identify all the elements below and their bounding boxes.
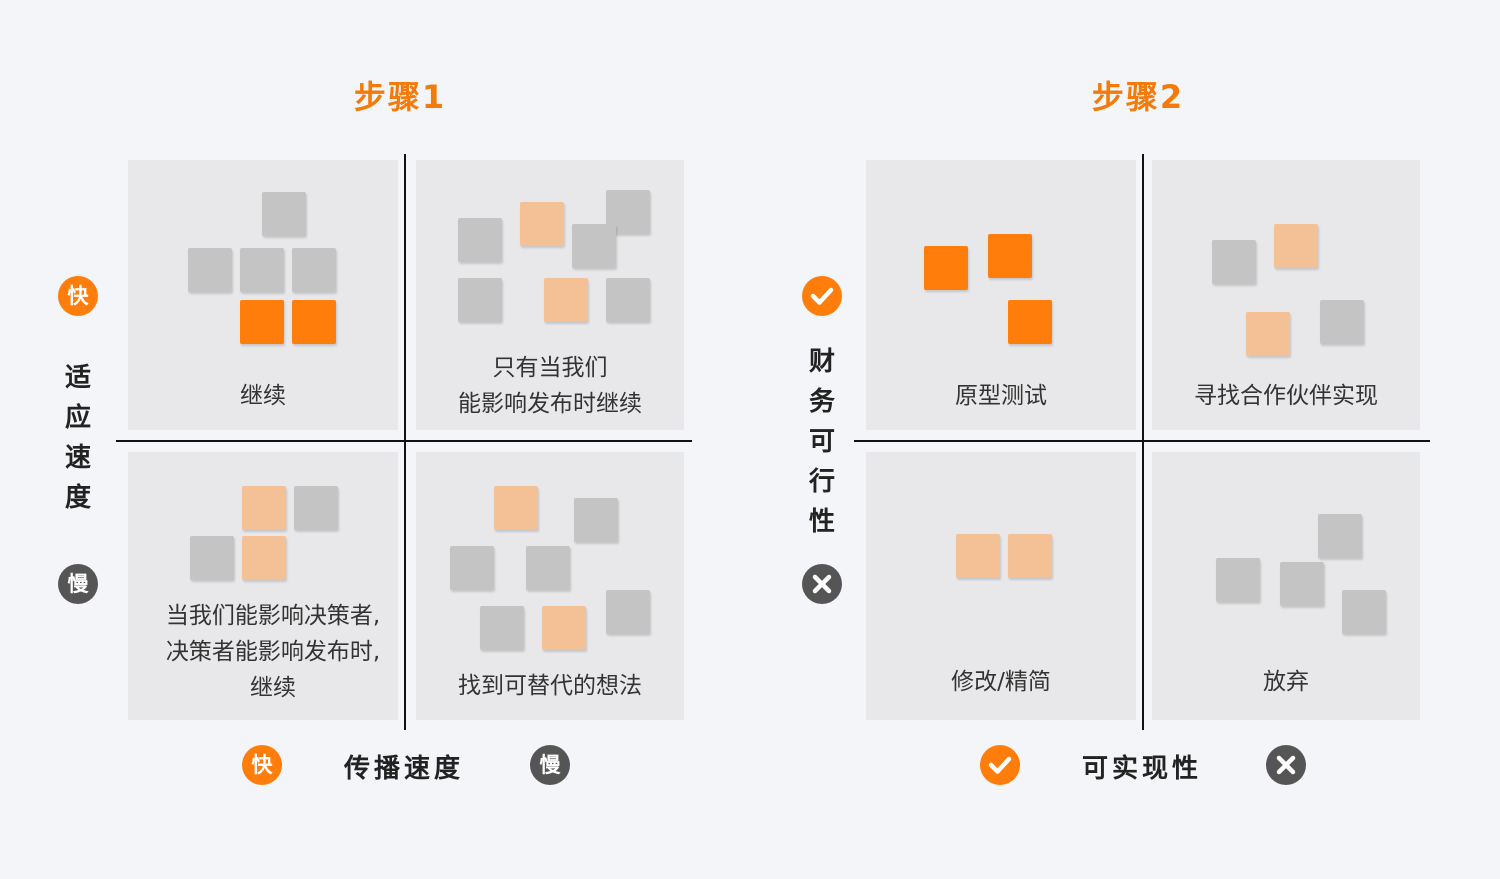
step1-horizontal-axis	[116, 440, 692, 442]
quadrant-label-line: 继续	[250, 675, 296, 701]
step1-title: 步骤1	[353, 78, 447, 116]
quadrant-label: 放弃	[1263, 669, 1309, 695]
step2-quadrant-top-left: 原型测试	[866, 160, 1136, 430]
sticky-note	[606, 590, 650, 634]
cross-icon	[802, 564, 842, 604]
sticky-note	[262, 192, 306, 236]
sticky-note	[526, 546, 570, 590]
sticky-note	[292, 300, 336, 344]
quadrant-label-line: 决策者能影响发布时,	[165, 639, 381, 665]
quadrant-label: 当我们能影响决策者, 决策者能影响发布时, 继续	[138, 598, 408, 706]
sticky-note	[294, 486, 338, 530]
cross-icon	[1266, 745, 1306, 785]
step1-quadrant-bottom-right: 找到可替代的想法	[416, 452, 684, 720]
step1-quadrant-bottom-left: 当我们能影响决策者, 决策者能影响发布时, 继续	[128, 452, 398, 720]
quadrant-label: 继续	[240, 383, 286, 409]
y-axis-char: 性	[808, 507, 835, 537]
sticky-note	[190, 536, 234, 580]
step1-vertical-axis	[404, 154, 406, 730]
sticky-note	[544, 278, 588, 322]
step1-quadrant-top-left: 继续	[128, 160, 398, 430]
sticky-note	[1342, 590, 1386, 634]
y-axis-char: 可	[808, 427, 835, 457]
quadrant-label-line: 只有当我们	[492, 355, 608, 381]
quadrant-label: 修改/精简	[951, 669, 1051, 695]
sticky-note	[574, 498, 618, 542]
sticky-note	[520, 202, 564, 246]
step2-quadrant-top-right: 寻找合作伙伴实现	[1152, 160, 1420, 430]
quadrant-label: 只有当我们 能影响发布时继续	[416, 350, 684, 422]
sticky-note	[480, 606, 524, 650]
quadrant-label-line: 能影响发布时继续	[458, 391, 642, 417]
sticky-note	[1008, 534, 1052, 578]
step2-quadrant-bottom-left: 修改/精简	[866, 452, 1136, 720]
y-axis-char: 度	[64, 483, 91, 513]
y-axis-char: 务	[808, 387, 835, 417]
slow-badge: 慢	[530, 745, 570, 785]
sticky-note	[572, 224, 616, 268]
sticky-note	[1274, 224, 1318, 268]
y-axis-char: 应	[64, 403, 91, 433]
sticky-note	[240, 300, 284, 344]
sticky-note	[1212, 240, 1256, 284]
step1-y-axis-label: 适 应 速 度	[58, 358, 98, 518]
fast-badge: 快	[58, 276, 98, 316]
sticky-note	[458, 218, 502, 262]
y-axis-char: 财	[808, 347, 835, 377]
y-axis-char: 适	[64, 363, 91, 393]
sticky-note	[458, 278, 502, 322]
step2-title: 步骤2	[1091, 78, 1185, 116]
step2-x-axis-label: 可实现性	[1082, 754, 1203, 784]
y-axis-char: 速	[64, 443, 91, 473]
sticky-note	[1318, 514, 1362, 558]
step2-quadrant-bottom-right: 放弃	[1152, 452, 1420, 720]
fast-badge: 快	[242, 745, 282, 785]
step1-x-axis-label: 传播速度	[344, 754, 465, 784]
quadrant-label: 原型测试	[955, 383, 1047, 409]
sticky-note	[1246, 312, 1290, 356]
sticky-note	[242, 486, 286, 530]
sticky-note	[1008, 300, 1052, 344]
step1-quadrant-top-right: 只有当我们 能影响发布时继续	[416, 160, 684, 430]
sticky-note	[1280, 562, 1324, 606]
sticky-note	[924, 246, 968, 290]
sticky-note	[494, 486, 538, 530]
sticky-note	[988, 234, 1032, 278]
check-icon	[980, 745, 1020, 785]
y-axis-char: 行	[808, 467, 835, 497]
sticky-note	[606, 278, 650, 322]
sticky-note	[956, 534, 1000, 578]
sticky-note	[240, 248, 284, 292]
sticky-note	[1216, 558, 1260, 602]
sticky-note	[292, 248, 336, 292]
sticky-note	[188, 248, 232, 292]
slow-badge: 慢	[58, 564, 98, 604]
quadrant-label: 寻找合作伙伴实现	[1194, 383, 1378, 409]
sticky-note	[450, 546, 494, 590]
quadrant-label: 找到可替代的想法	[458, 673, 642, 699]
sticky-note	[1320, 300, 1364, 344]
check-icon	[802, 276, 842, 316]
quadrant-label-line: 当我们能影响决策者,	[165, 603, 381, 629]
step2-y-axis-label: 财 务 可 行 性	[802, 342, 842, 542]
sticky-note	[242, 536, 286, 580]
step2-horizontal-axis	[854, 440, 1430, 442]
step2-vertical-axis	[1142, 154, 1144, 730]
sticky-note	[542, 606, 586, 650]
